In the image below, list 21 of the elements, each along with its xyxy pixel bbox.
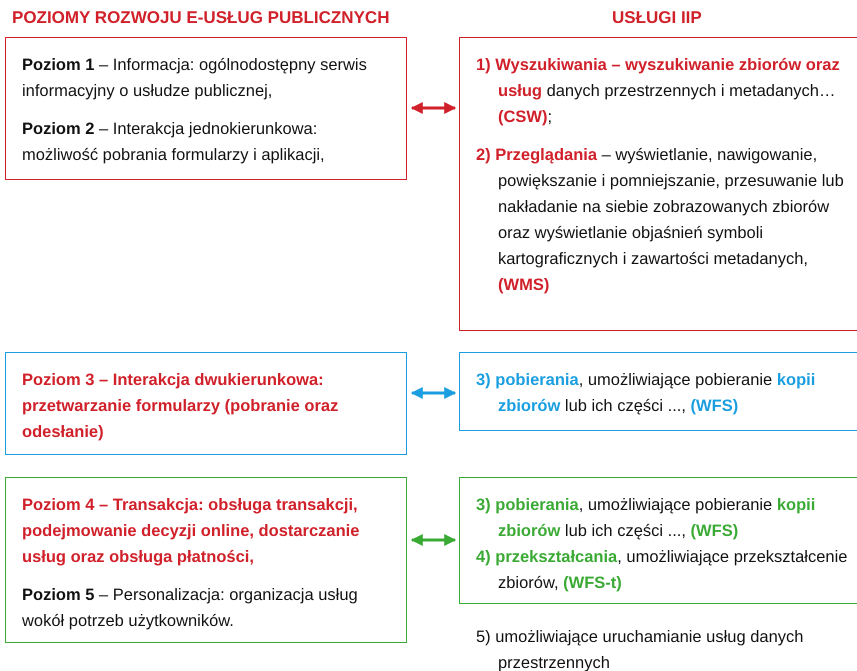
double-arrow [410,102,456,114]
description-text: 4) przekształcania, umożliwiające przekształcenie zbiorów, (WFS-t) [476,547,848,594]
description-text: 2) Przeglądania – wyświetlanie, nawigowanie, powiększanie i pomniejszanie, przesuwanie lub nakładanie na siebie zobrazowanych zbiorów oraz wyświetlanie objaśnień symboli kartograficznych i zawartości metadanych, (WMS) [476,145,845,296]
text-box [5,352,407,455]
description-text: Poziom 1 – Informacja: ogólnodostępny serwis informacyjny o usłudze publicznej, [22,55,368,102]
double-arrow [410,534,456,546]
text-box [5,37,407,180]
column-heading: POZIOMY ROZWOJU E-USŁUG PUBLICZNYCH [12,8,390,28]
description-text: Poziom 3 – Interakcja dwukierunkowa: przetwarzanie formularzy (pobranie oraz odesłanie) [22,370,340,443]
column-heading: USŁUGI IIP [612,8,702,28]
description-text: 3) pobierania, umożliwiające pobieranie kopii zbiorów lub ich części ..., (WFS) [476,495,816,542]
description-text: Poziom 2 – Interakcja jednokierunkowa: możliwość pobrania formularzy i aplikacji, [22,119,326,166]
description-text: Poziom 5 – Personalizacja: organizacja usług wokół potrzeb użytkowników. [22,585,359,632]
description-text: Poziom 4 – Transakcja: obsługa transakcji, podejmowanie decyzji online, dostarczanie usług oraz obsługa płatności, [22,495,360,568]
text-box [459,477,857,604]
text-box [459,352,857,431]
description-text: 3) pobierania, umożliwiające pobieranie kopii zbiorów lub ich części ..., (WFS) [476,370,816,417]
text-box [459,37,857,331]
double-arrow [410,387,456,399]
description-text: 1) Wyszukiwania – wyszukiwanie zbiorów oraz usług danych przestrzennych i metadanych… (CSW); [476,55,841,128]
text-box [5,477,407,643]
